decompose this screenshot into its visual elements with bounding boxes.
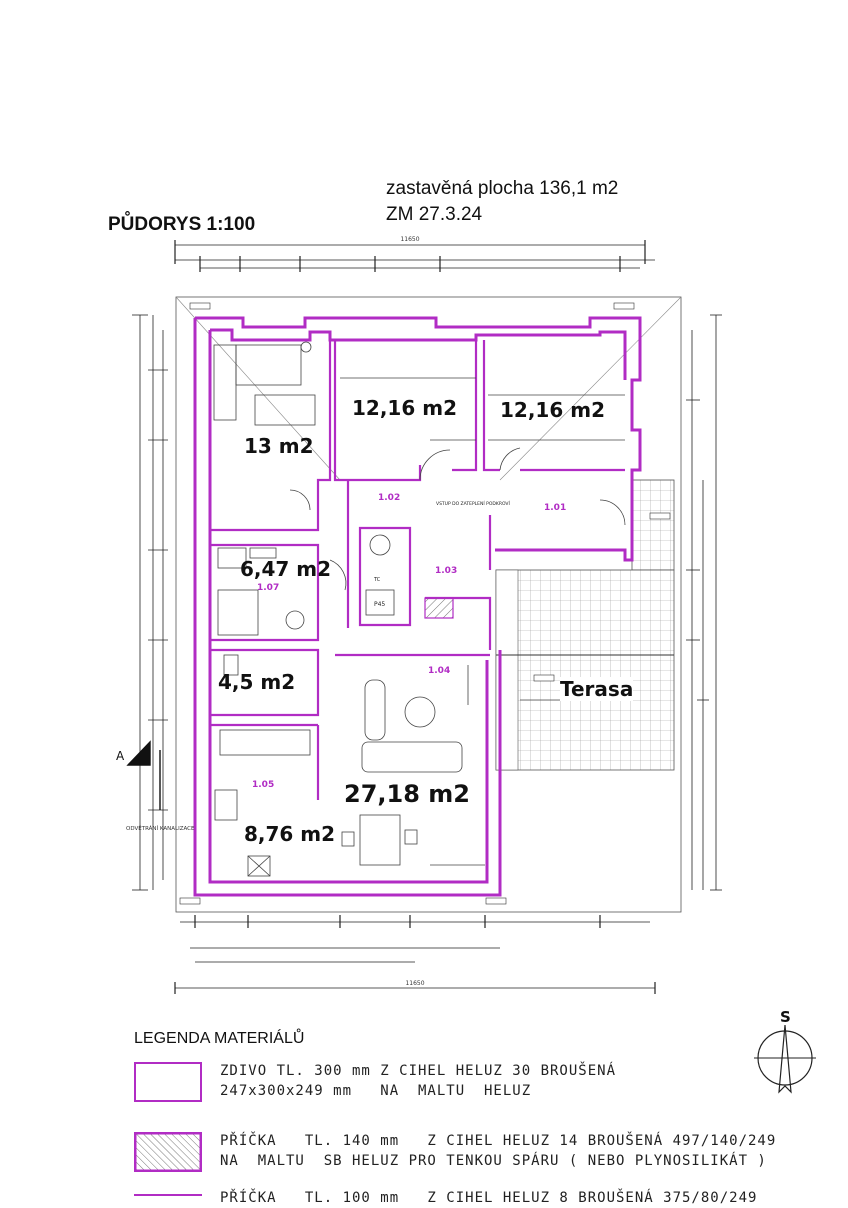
terrace (495, 479, 675, 771)
dimension-top (174, 240, 655, 272)
page-title: PŮDORYS 1:100 (108, 214, 256, 235)
dimension-top-overall: 11650 (400, 236, 419, 243)
legend-swatch-partition-100 (134, 1194, 202, 1200)
section-marker (126, 740, 161, 810)
dimension-bottom (174, 915, 656, 994)
room-area-bedroom-left: 13 m2 (244, 434, 314, 458)
attic-hatch-note: VSTUP DO ZATEPLENÍ PODKROVÍ (436, 500, 510, 507)
room-number-1-02: 1.02 (378, 493, 400, 503)
roof-outline (175, 296, 682, 913)
interior-walls (210, 340, 625, 800)
equipment-tc: TC (373, 577, 381, 583)
floor-plan: 11650 11650 (116, 236, 722, 994)
room-area-bedroom-right: 12,16 m2 (500, 398, 605, 422)
room-area-wc: 4,5 m2 (218, 670, 296, 694)
revision-date: ZM 27.3.24 (386, 204, 483, 225)
built-area: zastavěná plocha 136,1 m2 (386, 178, 619, 199)
equipment-p45: P45 (374, 601, 385, 608)
legend-item-1-line2: 247x300x249 mm NA MALTU HELUZ (220, 1083, 532, 1099)
room-area-kitchen: 8,76 m2 (244, 822, 336, 846)
ventilation-note: ODVĚTRÁNÍ KANALIZACE (126, 824, 195, 832)
legend-item-2-line2: NA MALTU SB HELUZ PRO TENKOU SPÁRU ( NEB… (220, 1153, 767, 1169)
terrace-label: Terasa (560, 677, 634, 701)
legend-item-2-line1: PŘÍČKA TL. 140 mm Z CIHEL HELUZ 14 BROUŠ… (220, 1133, 777, 1149)
furniture (213, 341, 626, 877)
room-number-1-04: 1.04 (428, 666, 450, 676)
dimension-right (686, 314, 722, 891)
dimension-left (132, 314, 168, 891)
compass-label: S (780, 1008, 791, 1026)
room-area-living: 27,18 m2 (344, 780, 470, 808)
legend-title: LEGENDA MATERIÁLŮ (134, 1030, 305, 1047)
section-label: A (116, 749, 125, 763)
room-number-1-03: 1.03 (435, 566, 457, 576)
legend-item-3-line1: PŘÍČKA TL. 100 mm Z CIHEL HELUZ 8 BROUŠE… (220, 1190, 758, 1206)
room-area-bedroom-middle: 12,16 m2 (352, 396, 457, 420)
dimension-bottom-overall: 11650 (405, 980, 424, 987)
north-arrow-icon: S (754, 1008, 816, 1094)
legend-swatch-partition-140 (134, 1132, 202, 1172)
legend-item-1-line1: ZDIVO TL. 300 mm Z CIHEL HELUZ 30 BROUŠE… (220, 1063, 617, 1079)
legend-swatch-masonry (134, 1062, 202, 1102)
room-number-1-01: 1.01 (544, 503, 566, 513)
room-number-1-07: 1.07 (257, 583, 279, 593)
room-area-bathroom: 6,47 m2 (240, 557, 332, 581)
room-number-1-05: 1.05 (252, 780, 274, 790)
